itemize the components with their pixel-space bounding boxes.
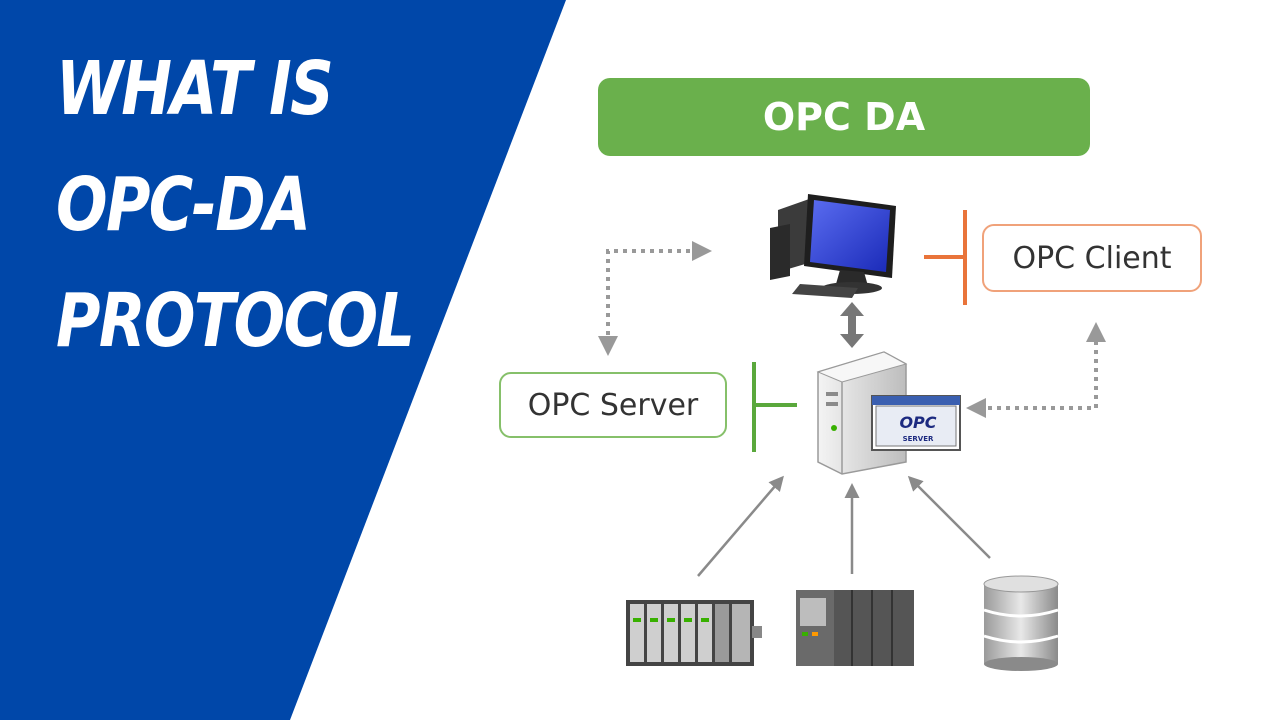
client-connector xyxy=(924,210,967,305)
opc-server-label: OPC Server xyxy=(499,372,727,438)
database-icon xyxy=(983,575,1059,671)
title-line-3: PROTOCOL xyxy=(56,278,415,364)
opc-badge-logo: OPC xyxy=(899,413,936,432)
title-line-1: WHAT IS xyxy=(56,46,334,132)
arrow-database xyxy=(907,475,991,559)
double-arrow xyxy=(840,302,864,348)
server-connector xyxy=(752,362,797,452)
blue-title-panel xyxy=(0,0,566,720)
opc-client-label: OPC Client xyxy=(982,224,1202,292)
dotted-arrow-right xyxy=(966,322,1106,418)
title-line-2: OPC-DA xyxy=(56,162,311,248)
opc-da-banner: OPC DA xyxy=(598,78,1090,156)
opc-server-badge: OPC SERVER xyxy=(871,395,961,451)
opc-badge-sub: SERVER xyxy=(903,435,934,443)
plc-module-icon xyxy=(796,590,914,666)
plc-rack-icon xyxy=(626,600,762,666)
dotted-arrow-left xyxy=(598,241,712,356)
computer-icon xyxy=(770,194,896,298)
arrow-plc-rack xyxy=(697,475,784,577)
